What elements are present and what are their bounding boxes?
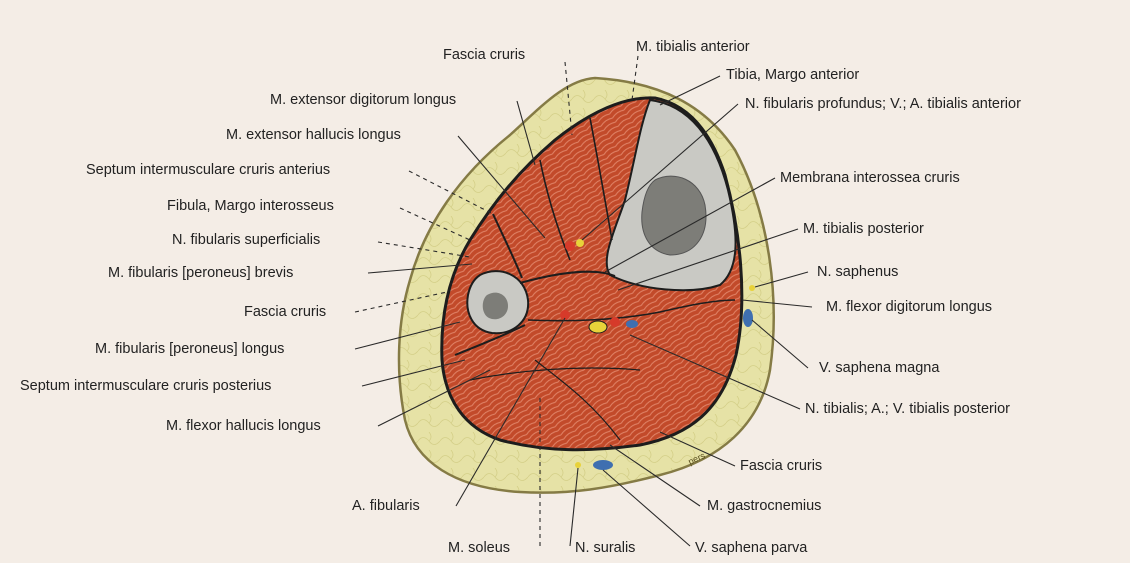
label-flexor-digitorum-longus: M. flexor digitorum longus — [826, 299, 992, 316]
label-suralis: N. suralis — [575, 540, 635, 557]
saphenus-nerve-icon — [749, 285, 755, 291]
label-saphena-magna: V. saphena magna — [819, 360, 939, 377]
label-tibialis-posterior: M. tibialis posterior — [803, 221, 924, 238]
tibia-marrow — [642, 176, 706, 255]
label-tibialis-anterior: M. tibialis anterior — [636, 39, 750, 56]
label-fibularis-profundus: N. fibularis profundus; V.; A. tibialis … — [745, 96, 1021, 113]
saphena-magna-vein-icon — [743, 309, 753, 327]
label-septum-anterius: Septum intermusculare cruris anterius — [86, 162, 330, 179]
label-fibularis-brevis: M. fibularis [peroneus] brevis — [108, 265, 293, 282]
label-extensor-hallucis-longus: M. extensor hallucis longus — [226, 127, 401, 144]
label-soleus: M. soleus — [448, 540, 510, 557]
label-fibularis-superficialis: N. fibularis superficialis — [172, 232, 320, 249]
label-fibula-margo: Fibula, Margo interosseus — [167, 198, 334, 215]
label-fascia-cruris-bottom: Fascia cruris — [740, 458, 822, 475]
label-fascia-cruris-left: Fascia cruris — [244, 304, 326, 321]
label-fibularis-longus: M. fibularis [peroneus] longus — [95, 341, 284, 358]
fibula-marrow — [483, 293, 508, 320]
tibial-nerve-icon — [589, 321, 607, 333]
label-tibialis-posterior-vessels: N. tibialis; A.; V. tibialis posterior — [805, 401, 1010, 418]
label-saphenus: N. saphenus — [817, 264, 898, 281]
label-flexor-hallucis-longus: M. flexor hallucis longus — [166, 418, 321, 435]
label-membrana-interossea: Membrana interossea cruris — [780, 170, 960, 187]
saphena-parva-vein-icon — [593, 460, 613, 470]
label-tibia-margo-anterior: Tibia, Margo anterior — [726, 67, 859, 84]
label-fascia-cruris-top: Fascia cruris — [443, 47, 525, 64]
label-gastrocnemius: M. gastrocnemius — [707, 498, 821, 515]
label-a-fibularis: A. fibularis — [352, 498, 420, 515]
label-septum-posterius: Septum intermusculare cruris posterius — [20, 378, 271, 395]
tibialis-anterior-vessel-icon — [565, 241, 575, 251]
suralis-nerve-icon — [575, 462, 581, 468]
fibularis-profundus-nerve-icon — [576, 239, 584, 247]
label-saphena-parva: V. saphena parva — [695, 540, 807, 557]
label-extensor-digitorum-longus: M. extensor digitorum longus — [270, 92, 456, 109]
tibialis-posterior-artery-icon — [610, 317, 620, 327]
tibialis-posterior-vein-icon — [626, 320, 638, 328]
